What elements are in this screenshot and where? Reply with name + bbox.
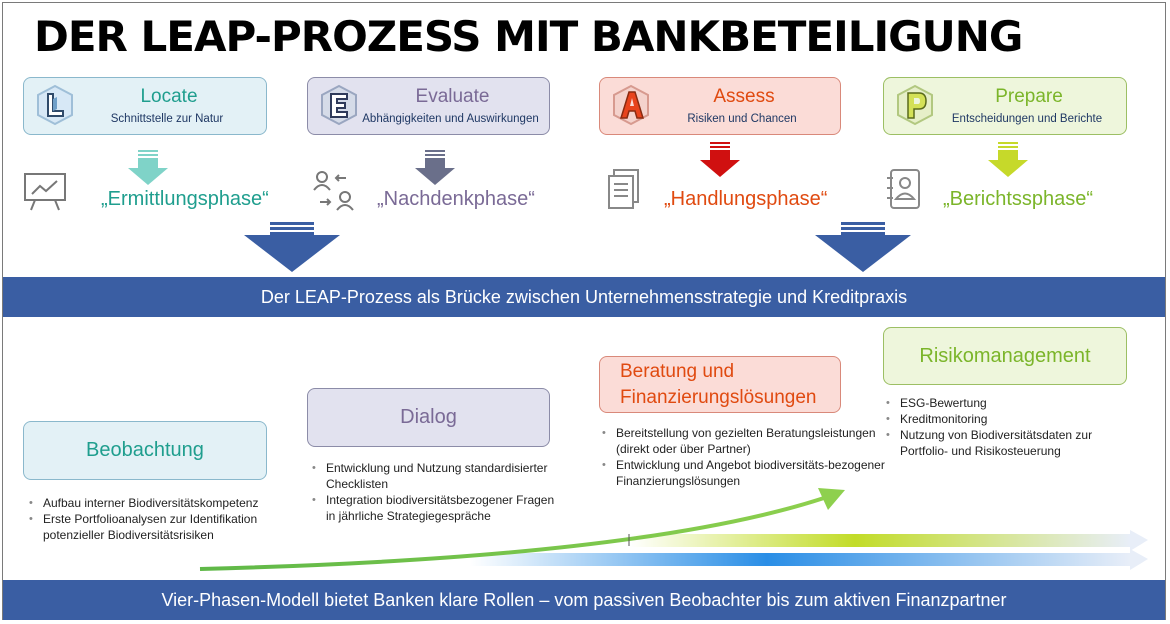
role-box-beobachtung: Beobachtung (23, 421, 267, 480)
big-down-arrow-left (244, 222, 340, 272)
assess-logo-icon (613, 84, 649, 126)
list-item: Erste Portfolioanalysen zur Identifikati… (23, 511, 293, 543)
phase-subtitle-assess: Risiken und Chancen (687, 113, 797, 125)
list-item: Aufbau interner Biodiversitätskompetenz (23, 495, 293, 511)
phase-box-locate: Locate Schnittstelle zur Natur (23, 77, 267, 135)
list-item: Entwicklung und Nutzung standardisierter… (306, 460, 556, 492)
phase-subtitle-evaluate: Abhängigkeiten und Auswirkungen (362, 113, 539, 125)
role-title-beobachtung: Beobachtung (86, 439, 204, 461)
role-box-beratung: Beratung und Finanzierungslösungen (599, 356, 841, 413)
phase-name-prepare: Prepare (995, 86, 1063, 107)
band-top: Der LEAP-Prozess als Brücke zwischen Unt… (3, 277, 1165, 317)
down-arrow-assess (700, 142, 740, 177)
list-item: Bereitstellung von gezielten Beratungsle… (596, 425, 886, 457)
quote-berichtssphase: „Berichtssphase“ (943, 188, 1094, 210)
phase-box-assess: Assess Risiken und Chancen (599, 77, 841, 135)
list-item: Nutzung von Biodiversitätsdaten zur Port… (880, 427, 1110, 459)
locate-logo-icon (37, 84, 73, 126)
swap-users-icon (313, 171, 354, 211)
quote-handlungsphase: „Handlungsphase“ (664, 188, 828, 210)
down-arrow-locate (128, 150, 168, 185)
role-bullets-beobachtung: Aufbau interner Biodiversitätskompetenz … (23, 495, 293, 543)
phase-name-assess: Assess (713, 86, 775, 107)
role-bullets-risikomanagement: ESG-Bewertung Kreditmonitoring Nutzung v… (880, 395, 1110, 459)
list-item: Kreditmonitoring (880, 411, 1110, 427)
list-item: ESG-Bewertung (880, 395, 1110, 411)
prepare-logo-icon (897, 84, 933, 126)
role-box-risikomanagement: Risikomanagement (883, 327, 1127, 385)
role-bullets-dialog: Entwicklung und Nutzung standardisierter… (306, 460, 556, 524)
documents-icon (608, 169, 639, 209)
role-title-beratung: Beratung und Finanzierungslösungen (620, 360, 817, 408)
phase-box-prepare: Prepare Entscheidungen und Berichte (883, 77, 1127, 135)
progress-arrows (199, 488, 1148, 571)
role-title-risikomanagement: Risikomanagement (919, 344, 1091, 367)
quote-nachdenkphase: „Nachdenkphase“ (377, 188, 535, 210)
quote-ermittlungsphase: „Ermittlungsphase“ (101, 188, 269, 210)
big-down-arrow-right (815, 222, 911, 272)
band-bottom: Vier-Phasen-Modell bietet Banken klare R… (3, 580, 1165, 620)
list-item: Integration biodiversitätsbezogener Frag… (306, 492, 556, 524)
phase-subtitle-locate: Schnittstelle zur Natur (110, 113, 224, 125)
role-title-dialog: Dialog (400, 406, 457, 428)
presentation-icon (24, 173, 66, 211)
phase-name-evaluate: Evaluate (415, 86, 490, 107)
phase-box-evaluate: Evaluate Abhängigkeiten und Auswirkungen (307, 77, 550, 135)
phase-subtitle-prepare: Entscheidungen und Berichte (951, 113, 1103, 125)
down-arrow-prepare (988, 142, 1028, 177)
phase-name-locate: Locate (140, 86, 198, 107)
role-bullets-beratung: Bereitstellung von gezielten Beratungsle… (596, 425, 886, 489)
evaluate-logo-icon (321, 84, 357, 126)
down-arrow-evaluate (415, 150, 455, 185)
contact-card-icon (887, 169, 920, 209)
role-box-dialog: Dialog (307, 388, 550, 447)
list-item: Entwicklung und Angebot biodiversitäts-b… (596, 457, 886, 489)
page-title: DER LEAP-PROZESS MIT BANKBETEILIGUNG (34, 12, 1023, 61)
